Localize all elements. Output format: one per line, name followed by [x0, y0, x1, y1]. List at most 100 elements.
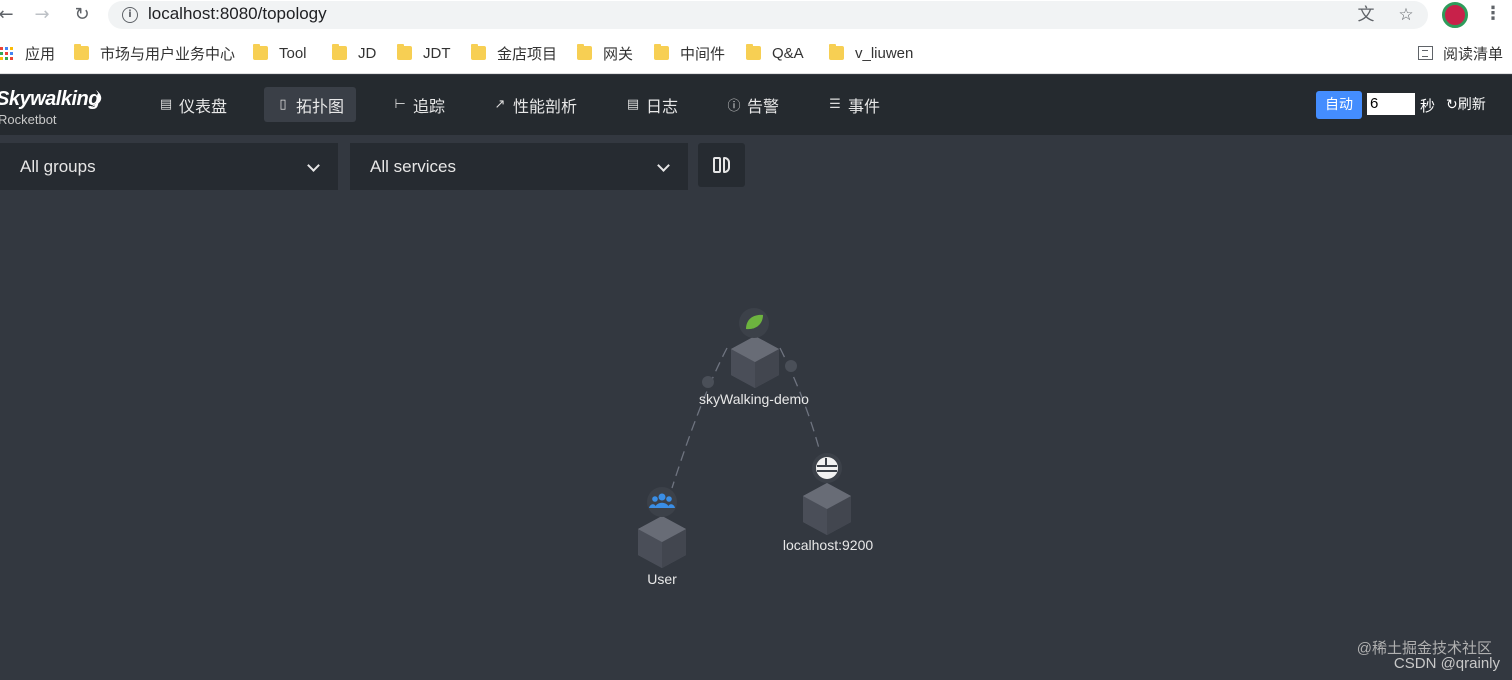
edge-demo-es[interactable]	[779, 347, 821, 453]
bookmark-label: Q&A	[772, 44, 804, 62]
bookmark-folder[interactable]: JD	[332, 43, 376, 63]
app-header: Skywalking Rocketbot ▤ 仪表盘 ▯ 拓扑图 ⊢ 追踪 ↗ 性能剖析…	[0, 75, 1512, 135]
refresh-icon: ↻	[1446, 97, 1458, 113]
nav-dashboard[interactable]: ▤ 仪表盘	[147, 87, 239, 122]
reload-icon[interactable]: ↻	[74, 4, 90, 25]
folder-icon	[74, 44, 89, 60]
nav-label: 仪表盘	[179, 96, 228, 116]
bookmark-folder[interactable]: 中间件	[654, 43, 725, 63]
node-localhost-9200[interactable]	[803, 453, 851, 535]
topology-graph	[638, 308, 851, 568]
bookmark-folder[interactable]: 金店项目	[471, 43, 557, 63]
bookmark-label: JD	[358, 44, 377, 62]
nav-label: 追踪	[413, 96, 446, 116]
group-select-value: All groups	[20, 157, 96, 176]
topology-icon: ▯	[279, 97, 287, 112]
watermark-juejin: @稀土掘金技术社区	[1356, 640, 1492, 657]
folder-icon	[654, 44, 669, 60]
spring-leaf-icon	[739, 308, 769, 338]
refresh-button[interactable]: ↻刷新	[1446, 94, 1486, 114]
node-label-user: User	[647, 571, 677, 587]
nav-label: 告警	[747, 96, 780, 116]
refresh-interval-input[interactable]	[1367, 93, 1415, 115]
bookmark-folder[interactable]: v_liuwen	[829, 43, 913, 63]
folder-icon	[397, 44, 412, 60]
bookmark-folder[interactable]: 网关	[577, 43, 633, 63]
topology-canvas[interactable]: skyWalking-demo User localhost:9200 @稀土掘…	[0, 190, 1512, 680]
folder-icon	[746, 44, 761, 60]
chevron-down-icon	[657, 159, 670, 172]
logo-subtitle: Rocketbot	[0, 112, 57, 127]
edge-handle[interactable]	[702, 376, 714, 388]
alarm-icon: ⓘ	[727, 99, 741, 114]
url-text: localhost:8080/topology	[148, 4, 327, 23]
group-select[interactable]: All groups	[0, 143, 338, 190]
folder-icon	[577, 44, 592, 60]
edge-user-demo[interactable]	[671, 347, 728, 489]
reading-list-icon	[1418, 46, 1433, 60]
nav-profile[interactable]: ↗ 性能剖析	[481, 87, 589, 122]
bookmark-folder[interactable]: Q&A	[746, 43, 804, 63]
layout-icon	[723, 157, 730, 173]
profile-avatar[interactable]	[1442, 2, 1468, 28]
folder-icon	[471, 44, 486, 60]
reading-list[interactable]: 阅读清单	[1418, 43, 1503, 63]
refresh-label: 刷新	[1457, 97, 1486, 113]
bookmark-apps[interactable]: 应用	[0, 43, 55, 63]
nav-label: 事件	[848, 96, 881, 116]
profile-icon: ↗	[494, 97, 506, 112]
bookmark-label: 应用	[25, 45, 56, 63]
node-label-localhost-9200: localhost:9200	[782, 537, 874, 553]
reading-list-label: 阅读清单	[1443, 45, 1504, 63]
bookmark-label: 网关	[603, 45, 634, 63]
service-select-value: All services	[370, 157, 456, 176]
nav-label: 拓扑图	[296, 96, 345, 116]
trace-icon: ⊢	[394, 97, 406, 112]
dashboard-icon: ▤	[159, 97, 173, 112]
topology-layout-button[interactable]	[698, 143, 745, 187]
seconds-label: 秒	[1420, 97, 1436, 115]
elasticsearch-icon	[812, 453, 842, 483]
translate-icon[interactable]: 文	[1357, 5, 1375, 25]
node-user[interactable]	[638, 487, 686, 568]
watermark-csdn: CSDN @qrainly	[1393, 655, 1500, 672]
forward-arrow-icon[interactable]: →	[34, 4, 50, 25]
nav-event[interactable]: ☰ 事件	[816, 87, 892, 122]
browser-menu-icon[interactable]: ⋮	[1484, 3, 1502, 24]
node-label-skywalking-demo: skyWalking-demo	[699, 391, 809, 407]
nav-trace[interactable]: ⊢ 追踪	[381, 87, 457, 122]
node-skywalking-demo[interactable]	[731, 308, 779, 388]
bookmark-star-icon[interactable]: ☆	[1398, 5, 1414, 25]
back-arrow-icon[interactable]: ←	[0, 4, 14, 25]
bookmark-label: JDT	[423, 44, 451, 62]
bookmark-label: 金店项目	[497, 45, 558, 63]
folder-icon	[253, 44, 268, 60]
bookmark-label: Tool	[279, 44, 307, 62]
bookmark-folder[interactable]: 市场与用户业务中心	[74, 43, 235, 63]
users-icon	[647, 487, 677, 517]
browser-address-bar: ← → ↻ i localhost:8080/topology 文 ☆ ⋮	[0, 0, 1512, 32]
bookmark-folder[interactable]: Tool	[253, 43, 307, 63]
bookmark-folder[interactable]: JDT	[397, 43, 451, 63]
logo-title: Skywalking	[0, 88, 100, 110]
bookmark-label: 市场与用户业务中心	[100, 45, 236, 63]
logo-swoosh-icon	[88, 90, 102, 108]
url-field[interactable]: i localhost:8080/topology 文 ☆	[108, 1, 1428, 29]
site-info-icon[interactable]: i	[122, 7, 138, 23]
chevron-down-icon	[307, 159, 320, 172]
folder-icon	[332, 44, 347, 60]
bookmark-label: v_liuwen	[855, 44, 914, 62]
edge-handle[interactable]	[785, 360, 797, 372]
apps-grid-icon	[0, 46, 13, 60]
nav-label: 性能剖析	[513, 96, 578, 116]
nav-log[interactable]: ▤ 日志	[614, 87, 690, 122]
nav-topology[interactable]: ▯ 拓扑图	[264, 87, 357, 122]
nav-label: 日志	[646, 96, 679, 116]
log-icon: ▤	[626, 97, 640, 112]
folder-icon	[829, 44, 844, 60]
bookmarks-bar: 应用 市场与用户业务中心 Tool JD JDT 金店项目 网关 中间件 Q&A…	[0, 32, 1512, 74]
service-select[interactable]: All services	[350, 143, 688, 190]
auto-refresh-button[interactable]: 自动	[1316, 91, 1362, 119]
nav-alarm[interactable]: ⓘ 告警	[715, 87, 791, 122]
event-icon: ☰	[829, 97, 841, 112]
